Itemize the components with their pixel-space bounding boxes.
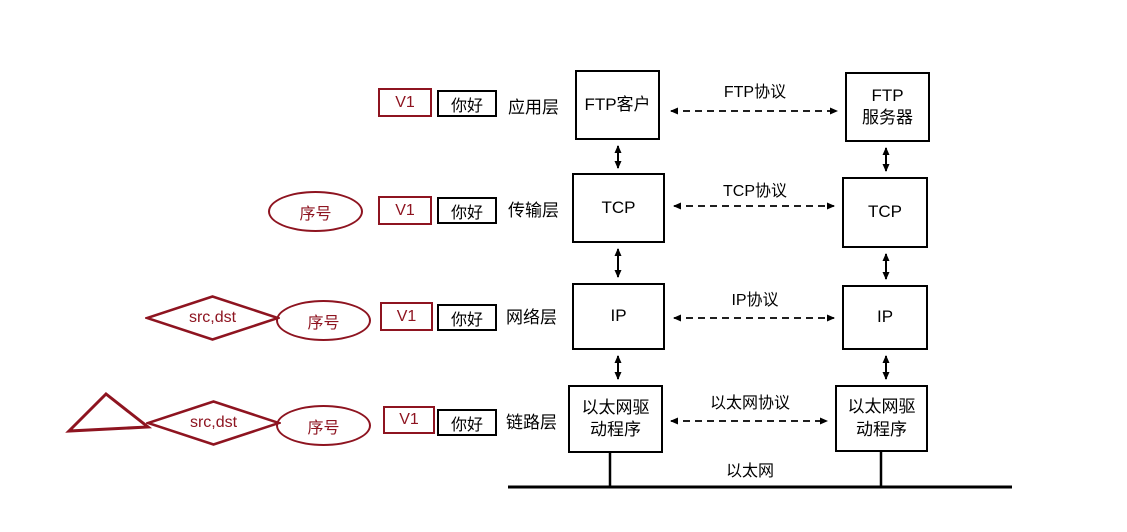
layer-label-application: 应用层 (508, 98, 559, 117)
eth-driver-left-line1: 以太网驱 (581, 397, 650, 417)
ip-left-box: IP (572, 283, 665, 350)
eth-header-diamond-shape (146, 400, 281, 446)
eth-driver-left-box: 以太网驱 动程序 (568, 385, 663, 453)
tcp-right-box: TCP (842, 177, 928, 248)
link-data-payload: 你好 (437, 409, 497, 436)
network-data-payload: 你好 (437, 304, 497, 331)
transport-data-payload: 你好 (437, 197, 497, 224)
tcp-header-ellipse: 序号 (268, 191, 363, 232)
tcp-header-ellipse-row4: 序号 (276, 405, 371, 446)
peer-protocol-arrows (670, 107, 838, 425)
tcp-header-ellipse-row3: 序号 (276, 300, 371, 341)
protocol-label-ethernet: 以太网协议 (709, 395, 790, 412)
protocol-label-ftp: FTP协议 (723, 84, 787, 101)
eth-driver-left-line2: 动程序 (590, 420, 641, 439)
transport-data-v1: V1 (378, 196, 432, 225)
ftp-client-label: FTP客户 (584, 94, 651, 114)
protocol-label-ip: IP协议 (731, 292, 779, 309)
tcp-left-box: TCP (572, 173, 665, 243)
tcp-right-label: TCP (868, 202, 902, 222)
ftp-client-box: FTP客户 (575, 70, 660, 140)
network-data-v1: V1 (380, 302, 433, 331)
ftp-server-box: FTP 服务器 (845, 72, 930, 142)
ip-right-label: IP (876, 307, 894, 327)
layer-label-link: 链路层 (506, 413, 557, 432)
ip-left-label: IP (610, 306, 627, 326)
ip-right-box: IP (842, 285, 928, 350)
ethernet-bus (508, 452, 1012, 489)
eth-trailer-triangle-icon (65, 391, 153, 433)
app-data-v1: V1 (378, 88, 432, 117)
eth-driver-right-line2: 动程序 (856, 419, 907, 439)
eth-header-diamond: src,dst (146, 400, 281, 446)
ftp-server-label-line2: 服务器 (862, 108, 913, 127)
ip-header-diamond-label: src,dst (188, 309, 237, 326)
protocol-label-tcp: TCP协议 (722, 183, 787, 200)
ethernet-bus-label: 以太网 (725, 463, 774, 480)
ip-header-diamond: src,dst (145, 295, 280, 341)
ip-header-diamond-shape (145, 295, 280, 341)
app-data-payload: 你好 (437, 90, 497, 117)
eth-driver-right-line1: 以太网驱 (847, 397, 916, 417)
eth-header-diamond-label: src,dst (189, 414, 238, 431)
layer-label-transport: 传输层 (508, 201, 559, 220)
link-data-v1: V1 (383, 406, 435, 434)
tcp-left-label: TCP (601, 197, 636, 217)
layer-label-network: 网络层 (506, 308, 557, 327)
eth-driver-right-box: 以太网驱 动程序 (835, 385, 928, 452)
ftp-server-label-line1: FTP (871, 85, 904, 105)
